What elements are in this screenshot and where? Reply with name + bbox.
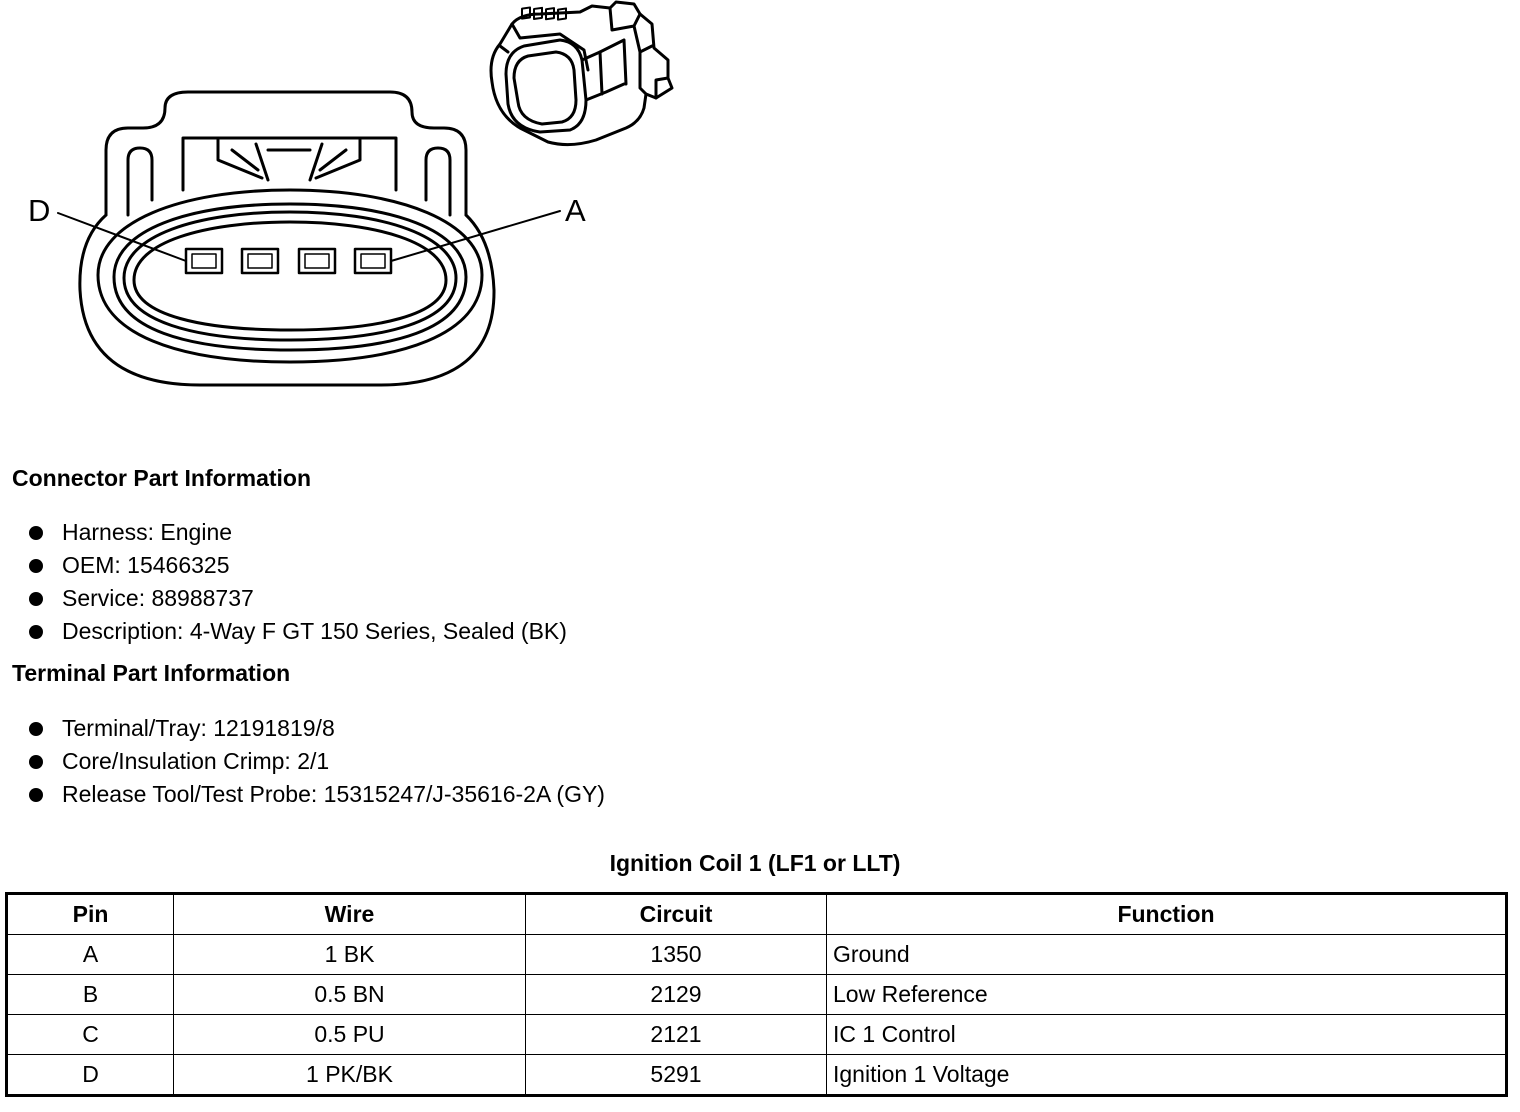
list-item-text: Terminal/Tray: 12191819/8 [62,715,335,741]
cell-circuit: 5291 [525,1054,827,1096]
pinout-table: Pin Wire Circuit Function A 1 BK 1350 Gr… [5,892,1508,1097]
cell-circuit: 2129 [525,974,827,1015]
table-row: A 1 BK 1350 Ground [6,934,1507,975]
list-item: Service: 88988737 [28,582,567,615]
cell-wire: 1 BK [173,934,526,975]
seal-ring-outer [96,188,484,364]
list-item-text: Release Tool/Test Probe: 15315247/J-3561… [62,781,605,807]
cell-function: IC 1 Control [826,1014,1507,1055]
cavity-b [297,247,337,275]
table-title: Ignition Coil 1 (LF1 or LLT) [609,850,901,876]
list-item-text: Description: 4-Way F GT 150 Series, Seal… [62,618,567,644]
connector-info-title: Connector Part Information [12,465,312,491]
bullet-icon [29,592,43,606]
list-item: Core/Insulation Crimp: 2/1 [28,745,605,778]
cell-pin: B [6,974,174,1015]
cell-circuit: 2121 [525,1014,827,1055]
list-item-text: Core/Insulation Crimp: 2/1 [62,748,330,774]
leader-line-d [57,212,187,262]
connector-outer-shell [104,90,468,217]
connector-diagram [57,0,674,387]
pin-label-a: A [565,193,586,228]
list-item: Description: 4-Way F GT 150 Series, Seal… [28,615,567,648]
cell-wire: 1 PK/BK [173,1054,526,1096]
terminal-info-title: Terminal Part Information [12,660,291,686]
bullet-icon [29,788,43,802]
table-row: C 0.5 PU 2121 IC 1 Control [6,1014,1507,1055]
list-item-text: OEM: 15466325 [62,552,230,578]
terminal-cavities [184,247,393,275]
seal-ring-inner [122,210,458,342]
seal-ring-middle [112,202,468,352]
leader-line-a [390,210,561,262]
connector-isometric-view [489,0,674,147]
table-row: B 0.5 BN 2129 Low Reference [6,974,1507,1015]
cell-function: Ignition 1 Voltage [826,1054,1507,1096]
cell-wire: 0.5 BN [173,974,526,1015]
cavity-face [132,220,448,332]
list-item: Terminal/Tray: 12191819/8 [28,712,605,745]
cell-pin: A [6,934,174,975]
bullet-icon [29,625,43,639]
bullet-icon [29,526,43,540]
connector-outer-shell-lower [78,213,496,387]
header-circuit: Circuit [525,893,827,935]
list-item: OEM: 15466325 [28,549,567,582]
cell-pin: C [6,1014,174,1055]
bullet-icon [29,559,43,573]
latch [181,136,398,192]
cavity-c [240,247,280,275]
list-item-text: Harness: Engine [62,519,233,545]
cell-wire: 0.5 PU [173,1014,526,1055]
list-item: Release Tool/Test Probe: 15315247/J-3561… [28,778,605,811]
bullet-icon [29,722,43,736]
header-function: Function [826,893,1507,935]
list-item: Harness: Engine [28,516,567,549]
terminal-info-list: Terminal/Tray: 12191819/8 Core/Insulatio… [28,712,605,811]
cell-function: Ground [826,934,1507,975]
cell-function: Low Reference [826,974,1507,1015]
pin-label-d: D [28,193,51,228]
cell-circuit: 1350 [525,934,827,975]
table-header-row: Pin Wire Circuit Function [6,893,1507,935]
connector-info-list: Harness: Engine OEM: 15466325 Service: 8… [28,516,567,648]
table-row: D 1 PK/BK 5291 Ignition 1 Voltage [6,1054,1507,1096]
cell-pin: D [6,1054,174,1096]
header-wire: Wire [173,893,526,935]
header-pin: Pin [6,893,174,935]
bullet-icon [29,755,43,769]
list-item-text: Service: 88988737 [62,585,254,611]
